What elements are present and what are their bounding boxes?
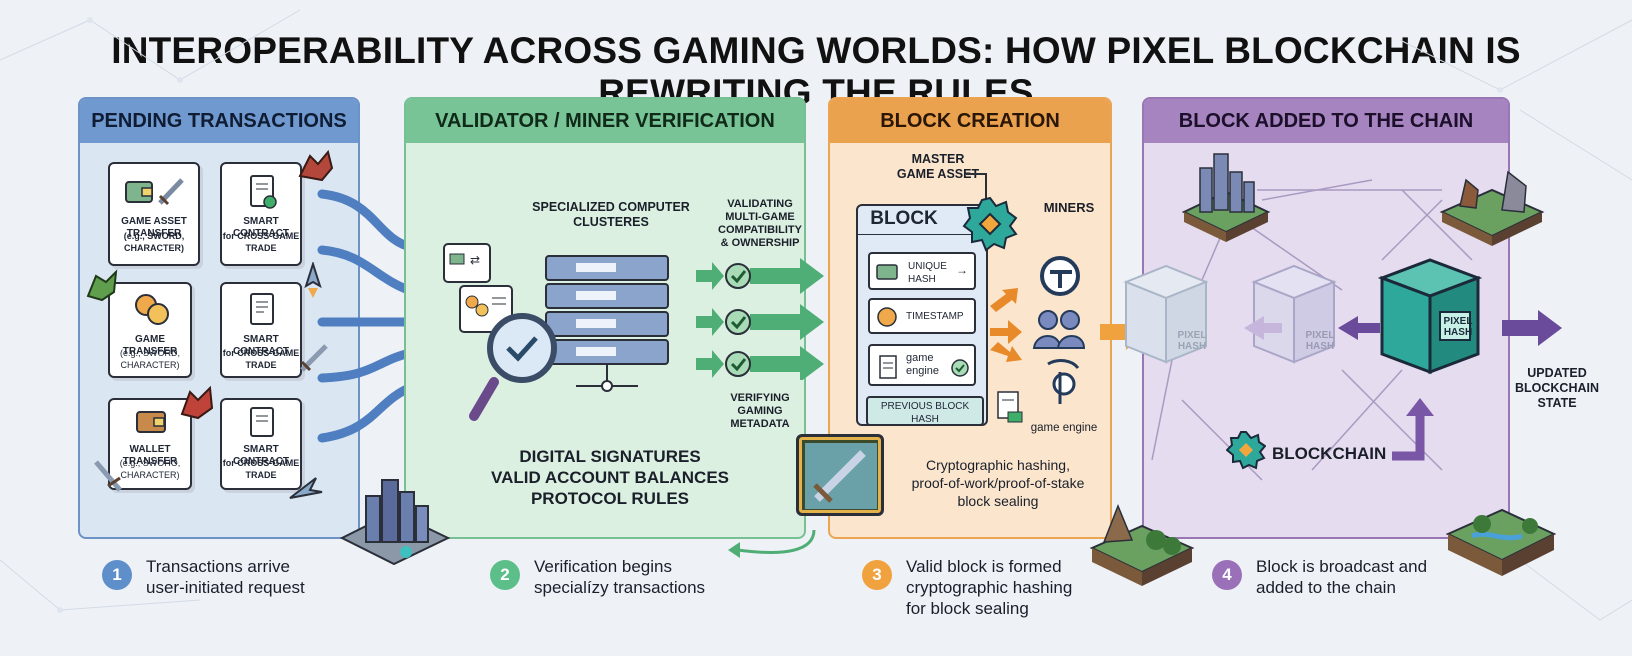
miners-group-icon [990, 256, 1086, 404]
pixel-city-icon [339, 479, 451, 566]
wallet-icon [876, 264, 898, 280]
card-subtitle: (e.g., SWOHO, CHARACTER) [119, 458, 181, 480]
transaction-documents-icon: ⇄ [443, 243, 513, 333]
game-asset-transfer-card[interactable]: GAME ASSET TRANSFER (e.g., SWORD, CHARAC… [108, 162, 200, 266]
contract-icon [250, 175, 277, 209]
coin-icon [877, 307, 897, 327]
card-title: SMART CONTRACT [232, 216, 290, 239]
sword-sprite-icon [300, 344, 328, 372]
card-title: GAME ASSET TRANSFER [121, 216, 187, 239]
connector-line [966, 173, 987, 200]
pixel-city-world-icon [1181, 153, 1271, 242]
pixel-castle-world-icon [1439, 170, 1545, 246]
page-title: INTEROPERABILITY ACROSS GAMING WORLDS: H… [111, 30, 1521, 113]
game-transfer-card[interactable]: GAME TRANSFER (e.g., SWORD, CHARACTER) [108, 282, 192, 378]
card-title: SMART CONTRACT [232, 334, 290, 357]
block-creation-heading: BLOCK CREATION [830, 99, 1110, 143]
gear-asset-icon [962, 196, 1018, 252]
smart-contract-card[interactable]: SMART CONTRACT for CROSS-GAME TRADE [220, 162, 302, 266]
wallet-transfer-card[interactable]: WALLET TRANSFER (e.g., SWOHO, CHARACTER) [108, 398, 192, 490]
pixel-hash-cube [1377, 258, 1483, 375]
game-engine-label: game engine [1030, 422, 1098, 434]
server-cluster-icon [545, 255, 669, 392]
wallet-icon [136, 411, 166, 433]
blockchain-label: BLOCKCHAIN [1272, 444, 1387, 463]
verification-checks [696, 258, 824, 380]
green-dragon-sprite-icon [86, 269, 118, 302]
card-subtitle: (e.g., SWORD, CHARACTER) [123, 231, 185, 253]
coins-icon [135, 294, 169, 325]
contract-icon [250, 293, 274, 325]
red-dragon-sprite-icon [180, 385, 214, 420]
card-subtitle: (e.g., SWORD, CHARACTER) [119, 348, 180, 370]
pending-transactions-heading: PENDING TRANSACTIONS [80, 99, 358, 143]
field-label: TIMESTAMP [906, 311, 964, 322]
chain-link-arrows [1244, 316, 1380, 340]
pixel-island-world-icon [1445, 508, 1557, 576]
check-icon [951, 359, 969, 377]
contract-icon [250, 407, 274, 437]
blockchain-gear-icon [1226, 431, 1266, 470]
miners-label: MINERS [1043, 200, 1095, 215]
step-number-4: 4 [1212, 560, 1242, 590]
network-lines [1151, 179, 1473, 481]
arrow-icon: → [956, 263, 968, 277]
card-title: SMART CONTRACT [232, 444, 290, 467]
block-label: BLOCK [870, 208, 938, 229]
feedback-arrow [728, 529, 816, 558]
card-subtitle: for CROSS-GAME TRADE [222, 458, 300, 480]
card-subtitle: for CROSS-GAME TRADE [222, 348, 300, 370]
card-title: GAME TRANSFER [122, 334, 178, 357]
card-title: WALLET TRANSFER [122, 444, 178, 467]
sword-asset-card [796, 434, 884, 516]
validator-verification-heading: VALIDATOR / MINER VERIFICATION [406, 99, 804, 143]
svg-text:⇄: ⇄ [470, 253, 480, 267]
wallet-sword-icon [125, 178, 184, 206]
magnifier-check-icon [469, 313, 557, 421]
hashing-description: Cryptographic hashing,proof-of-work/proo… [911, 457, 1085, 509]
spaceship-sprite-icon [289, 477, 323, 499]
timestamp-field: TIMESTAMP [868, 298, 976, 334]
sword-sprite-icon [94, 460, 122, 492]
smart-contract-card[interactable]: SMART CONTRACT for CROSS-GAME TRADE [220, 398, 302, 490]
sword-icon [805, 443, 877, 509]
document-icon [879, 355, 897, 379]
block-added-heading: BLOCK ADDED TO THE CHAIN [1144, 99, 1508, 143]
faded-cube-1 [1123, 264, 1209, 364]
updated-state-arrow [1502, 310, 1562, 346]
step-number-1: 1 [102, 560, 132, 590]
faded-cube-2 [1251, 264, 1337, 364]
document-camera-icon [997, 391, 1023, 423]
card-subtitle: for CROSS-GAME TRADE [222, 231, 300, 253]
smart-contract-card[interactable]: SMART CONTRACT for CROSS-GAME TRADE [220, 282, 302, 378]
dragon-sprite-icon [298, 149, 334, 182]
step-number-3: 3 [862, 560, 892, 590]
pixel-forest-world-icon [1089, 503, 1195, 586]
upward-arrow [1392, 398, 1434, 461]
step-number-2: 2 [490, 560, 520, 590]
spaceship-sprite-icon [304, 262, 322, 298]
